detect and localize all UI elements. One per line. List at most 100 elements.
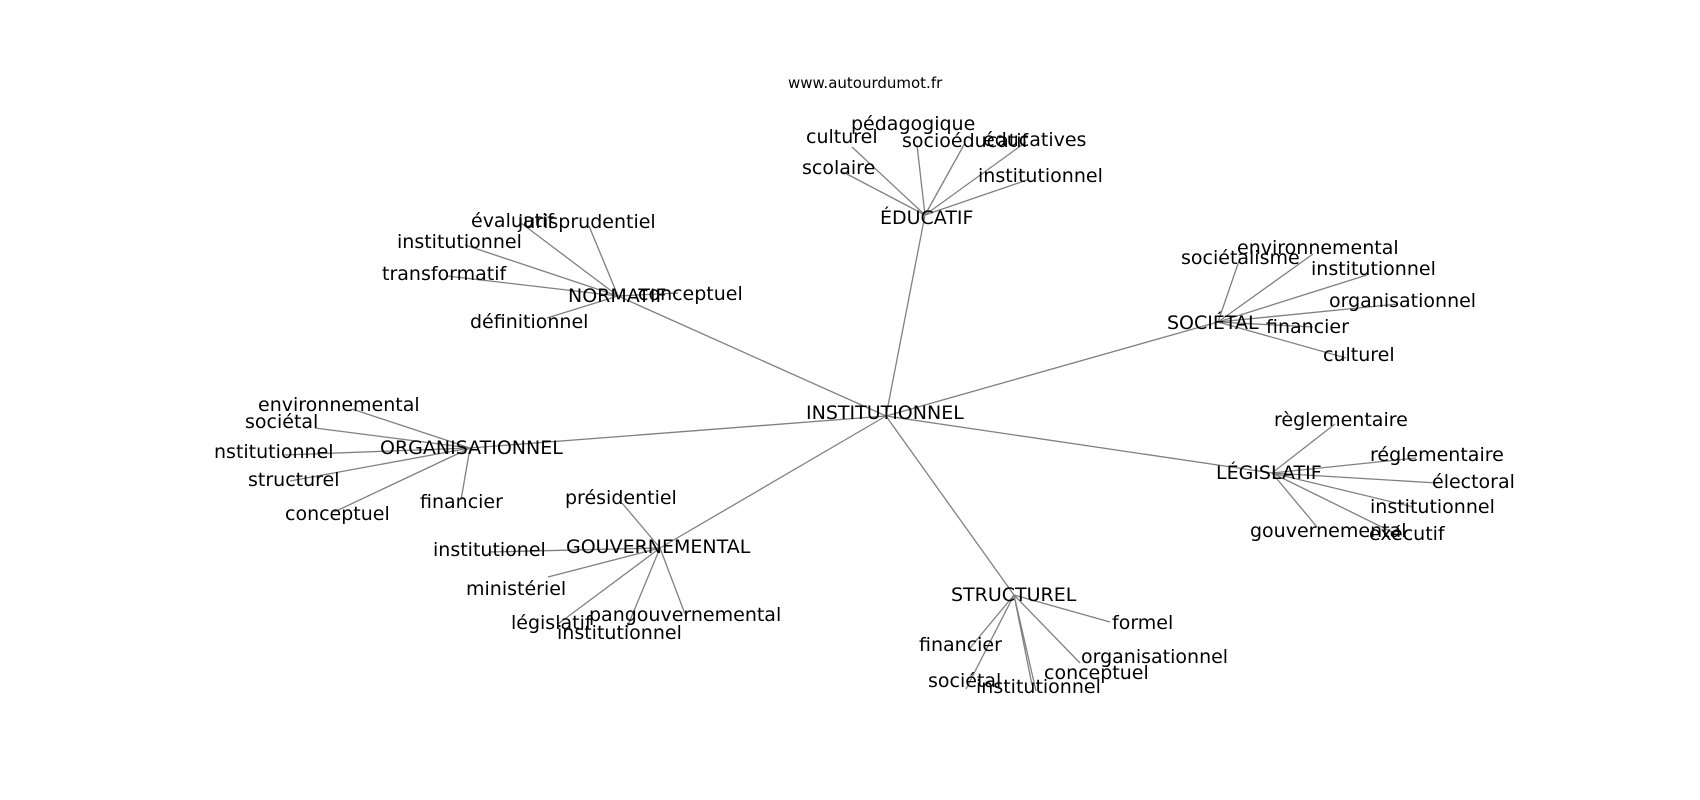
watermark: www.autourdumot.fr: [788, 74, 943, 92]
edge-layer: [283, 141, 1438, 692]
edge-educatif-pedagogique: [916, 144, 926, 216]
node-leaf-structurel-societal: sociétal: [928, 670, 1001, 692]
node-leaf-organisationnel-financier: financier: [420, 491, 503, 513]
edge-center-legislatif: [885, 415, 1273, 474]
edge-legislatif-executif: [1271, 472, 1399, 536]
node-hub-organisationnel: ORGANISATIONNEL: [380, 437, 563, 459]
edge-societal-financier: [1217, 321, 1314, 328]
node-leaf-societal-institutionnel: institutionnel: [1311, 258, 1436, 280]
node-leaf-legislatif-reglementaire: réglementaire: [1370, 444, 1504, 466]
edge-organisationnel-nstitutionnel: [283, 447, 471, 456]
node-leaf-educatif-pedagogique: pédagogique: [851, 113, 975, 135]
edge-gouvernemental-pangouvernemental: [659, 547, 686, 615]
edge-organisationnel-environnemental: [351, 408, 471, 449]
node-leaf-structurel-organisationnel: organisationnel: [1081, 646, 1228, 668]
node-leaf-structurel-financier: financier: [919, 634, 1002, 656]
node-leaf-educatif-culturel: culturel: [806, 126, 878, 148]
edge-center-societal: [885, 321, 1219, 417]
node-hub-structurel: STRUCTUREL: [951, 584, 1077, 606]
node-hub-gouvernemental: GOUVERNEMENTAL: [566, 536, 751, 558]
edge-societal-institutionnel: [1217, 274, 1368, 323]
edge-legislatif-reglementaire: [1271, 457, 1417, 474]
node-leaf-normatif-conceptuel: conceptuel: [638, 283, 743, 305]
node-leaf-organisationnel-environnemental: environnemental: [258, 394, 420, 416]
edge-gouvernemental-presidentiel: [621, 502, 661, 549]
edge-gouvernemental-legislatif: [557, 547, 661, 625]
edge-educatif-socioeducatif: [924, 142, 966, 216]
node-leaf-legislatif-reglementaire: règlementaire: [1274, 409, 1408, 431]
edge-societal-societalisme: [1217, 257, 1241, 323]
edge-center-structurel: [885, 415, 1015, 596]
edge-organisationnel-societal: [314, 427, 471, 449]
edge-structurel-institutionnel: [1013, 594, 1037, 692]
edge-gouvernemental-institutionnel: [625, 547, 661, 631]
node-leaf-societal-financier: financier: [1266, 316, 1349, 338]
node-leaf-societal-organisationnel: organisationnel: [1329, 290, 1476, 312]
node-leaf-societal-culturel: culturel: [1323, 344, 1395, 366]
node-leaf-organisationnel-conceptuel: conceptuel: [285, 503, 390, 525]
node-center-institutionnel: INSTITUTIONNEL: [806, 402, 964, 424]
node-leaf-structurel-institutionnel: institutionnel: [976, 676, 1101, 698]
node-leaf-educatif-socioeducatif: socioéducatif: [902, 130, 1029, 152]
node-leaf-legislatif-executif: exécutif: [1369, 523, 1446, 545]
node-leaf-gouvernemental-legislatif: législatif: [511, 612, 593, 634]
node-hub-legislatif: LÉGISLATIF: [1216, 461, 1322, 484]
edge-center-organisationnel: [469, 415, 887, 449]
edge-societal-culturel: [1217, 321, 1347, 359]
edge-structurel-financier: [969, 594, 1015, 649]
node-leaf-normatif-institutionnel: institutionnel: [397, 231, 522, 253]
node-hub-normatif: NORMATIF: [568, 285, 666, 307]
node-leaf-normatif-transformatif: transformatif: [382, 263, 508, 285]
edge-legislatif-gouvernemental: [1271, 472, 1318, 528]
edge-center-gouvernemental: [659, 415, 887, 549]
edge-normatif-evaluatif: [520, 222, 619, 297]
node-leaf-educatif-institutionnel: institutionnel: [978, 165, 1103, 187]
node-leaf-organisationnel-structurel: structurel: [248, 469, 340, 491]
edge-structurel-formel: [1013, 594, 1111, 623]
edge-gouvernemental-institutionel: [488, 547, 661, 553]
node-leaf-normatif-jurisprudentiel: jurisprudentiel: [517, 211, 656, 233]
edge-center-normatif: [617, 295, 887, 417]
edge-gouvernemental-ministeriel: [547, 547, 661, 578]
node-leaf-structurel-formel: formel: [1112, 612, 1173, 634]
edge-legislatif-institutionnel: [1271, 472, 1414, 508]
node-leaf-gouvernemental-ministeriel: ministériel: [466, 578, 566, 600]
node-leaf-structurel-conceptuel: conceptuel: [1044, 662, 1149, 684]
edge-societal-environnemental: [1217, 253, 1314, 323]
node-leaf-legislatif-gouvernemental: gouvernemental: [1250, 520, 1406, 542]
edge-normatif-institutionnel: [464, 244, 619, 297]
edge-structurel-organisationnel: [1013, 594, 1081, 664]
node-leaf-gouvernemental-institutionnel: institutionnel: [557, 622, 682, 644]
edge-legislatif-electoral: [1271, 472, 1438, 484]
node-leaf-organisationnel-nstitutionnel: nstitutionnel: [214, 441, 334, 463]
edge-educatif-educatives: [924, 141, 1027, 216]
node-leaf-gouvernemental-pangouvernemental: pangouvernemental: [589, 604, 781, 626]
node-leaf-gouvernemental-institutionel: institutionel: [433, 539, 546, 561]
edge-societal-organisationnel: [1217, 303, 1399, 323]
edge-normatif-jurisprudentiel: [588, 225, 619, 297]
edge-organisationnel-structurel: [289, 447, 471, 482]
edge-center-educatif: [885, 214, 926, 417]
node-leaf-educatif-educatives: éducatives: [983, 129, 1086, 151]
label-layer: INSTITUTIONNELÉDUCATIFculturelpédagogiqu…: [214, 113, 1515, 698]
edge-structurel-societal: [965, 594, 1015, 690]
node-leaf-normatif-definitionnel: définitionnel: [470, 311, 588, 333]
node-leaf-societal-environnemental: environnemental: [1237, 237, 1399, 259]
node-leaf-educatif-scolaire: scolaire: [802, 157, 875, 179]
node-leaf-legislatif-electoral: électoral: [1432, 471, 1515, 493]
edge-educatif-institutionnel: [924, 179, 1028, 216]
node-hub-educatif: ÉDUCATIF: [880, 206, 973, 229]
node-leaf-legislatif-institutionnel: institutionnel: [1370, 496, 1495, 518]
edge-normatif-transformatif: [446, 275, 619, 297]
edge-organisationnel-conceptuel: [333, 447, 471, 513]
edge-normatif-definitionnel: [546, 295, 619, 319]
edge-legislatif-reglementaire: [1271, 423, 1336, 474]
edge-organisationnel-financier: [460, 447, 471, 501]
node-leaf-gouvernemental-presidentiel: présidentiel: [565, 487, 677, 509]
node-hub-societal: SOCIÉTAL: [1167, 311, 1259, 334]
edge-normatif-conceptuel: [617, 292, 679, 297]
node-leaf-societal-societalisme: sociétalisme: [1181, 247, 1300, 269]
node-leaf-organisationnel-societal: sociétal: [245, 411, 318, 433]
node-leaf-normatif-evaluatif: évaluatif: [471, 210, 555, 232]
